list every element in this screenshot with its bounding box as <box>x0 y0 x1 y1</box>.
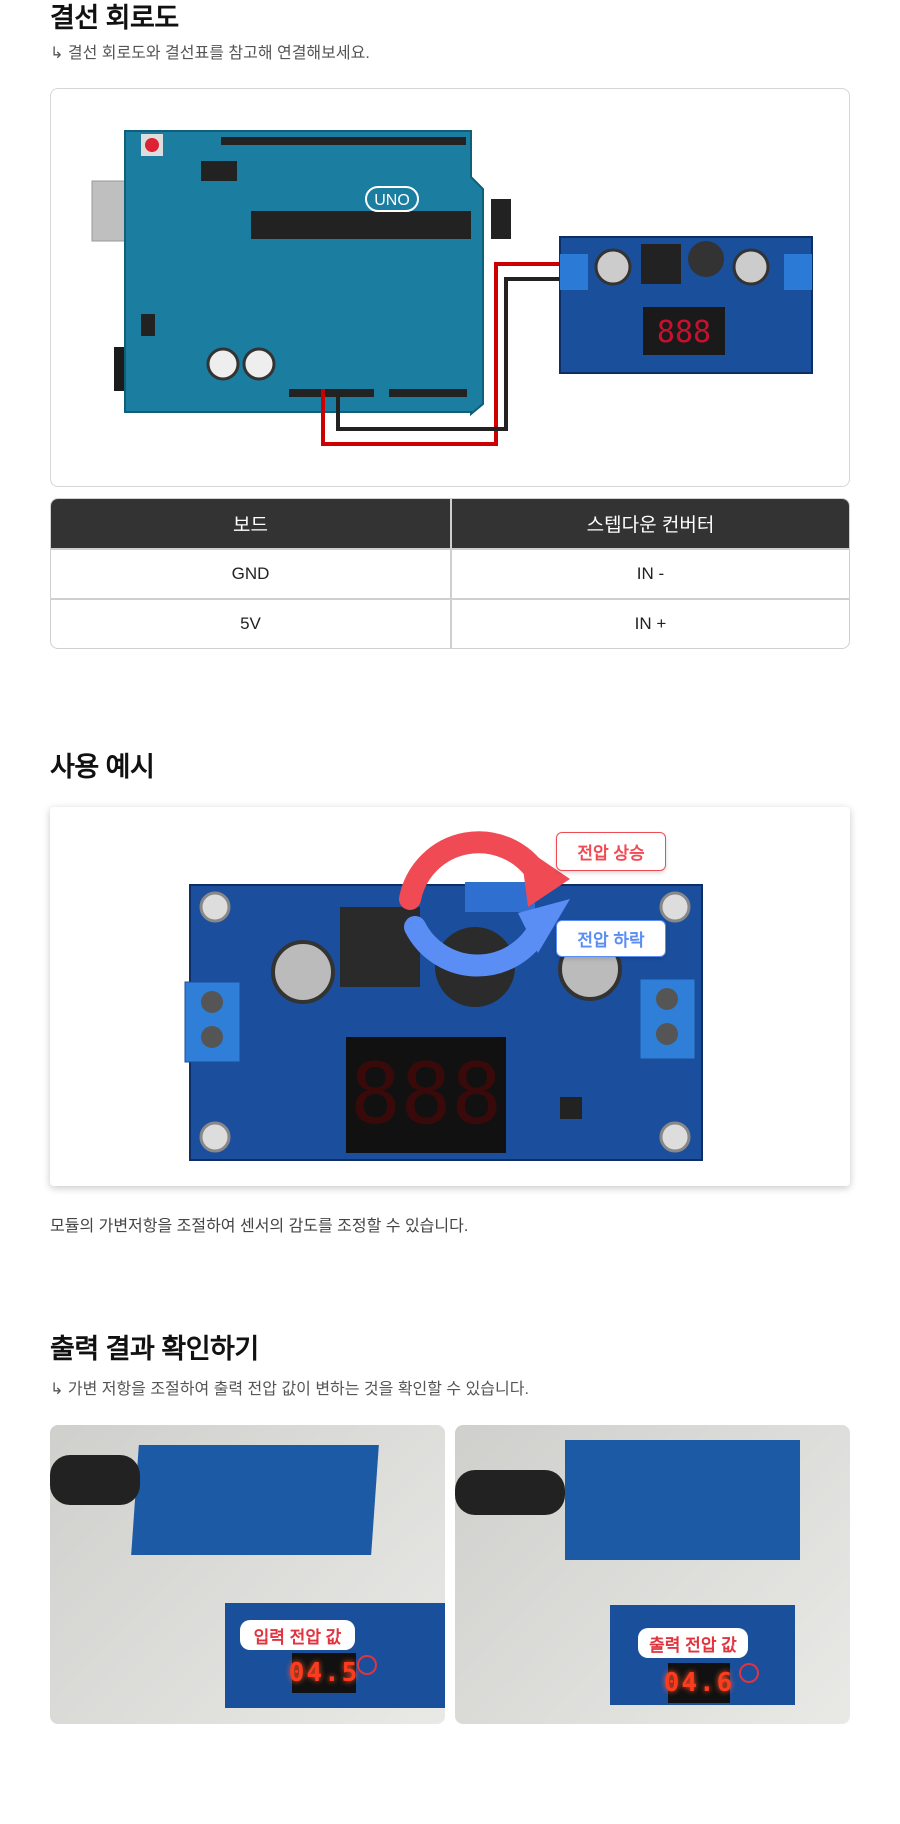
module-display: 888 <box>350 1045 502 1143</box>
voltage-down-label: 전압 하락 <box>556 920 666 957</box>
output-photo-input-voltage: 입력 전압 값 04.5 <box>50 1425 445 1724</box>
led-highlight-circle <box>739 1663 759 1683</box>
table-header-row: 보드 스텝다운 컨버터 <box>51 499 849 548</box>
output-photo-output-voltage: 출력 전압 값 04.6 <box>455 1425 850 1724</box>
table-cell: 5V <box>51 598 450 648</box>
table-header-converter: 스텝다운 컨버터 <box>450 499 849 548</box>
table-header-board: 보드 <box>51 499 450 548</box>
section-title-usage: 사용 예시 <box>50 752 155 782</box>
arduino-board <box>565 1440 800 1560</box>
table-cell: IN - <box>450 548 849 598</box>
input-voltage-label: 입력 전압 값 <box>240 1620 355 1650</box>
wiring-table: 보드 스텝다운 컨버터 GND IN - 5V IN + <box>50 498 850 649</box>
voltage-up-label: 전압 상승 <box>556 832 666 871</box>
voltage-display: 04.6 <box>664 1663 732 1703</box>
converter-display: 888 <box>657 315 711 350</box>
usage-caption: 모듈의 가변저항을 조절하여 센서의 감도를 조정할 수 있습니다. <box>50 1218 469 1235</box>
led-highlight-circle <box>357 1655 377 1675</box>
section-subtitle-wiring: ↳ 결선 회로도와 결선표를 참고해 연결해보세요. <box>50 45 370 62</box>
stepdown-module-illustration: 888 <box>184 831 703 1161</box>
section-title-output: 출력 결과 확인하기 <box>50 1334 259 1364</box>
wiring-diagram: UNO 888 <box>50 88 850 487</box>
voltage-down-arrow-icon <box>404 916 551 977</box>
usb-cable <box>455 1470 565 1515</box>
usage-example-card: 888 전압 상승 전압 하락 <box>50 807 850 1186</box>
output-voltage-label: 출력 전압 값 <box>638 1628 748 1658</box>
table-row: 5V IN + <box>51 598 849 648</box>
section-title-wiring: 결선 회로도 <box>50 3 179 33</box>
section-subtitle-output: ↳ 가변 저항을 조절하여 출력 전압 값이 변하는 것을 확인할 수 있습니다… <box>50 1381 529 1398</box>
board-label: UNO <box>374 192 410 209</box>
arduino-board <box>131 1445 379 1555</box>
table-row: GND IN - <box>51 548 849 598</box>
voltage-display: 04.5 <box>289 1653 357 1693</box>
usb-cable <box>50 1455 140 1505</box>
wiring-diagram-illustration: UNO 888 <box>91 130 813 446</box>
table-cell: GND <box>51 548 450 598</box>
table-cell: IN + <box>450 598 849 648</box>
